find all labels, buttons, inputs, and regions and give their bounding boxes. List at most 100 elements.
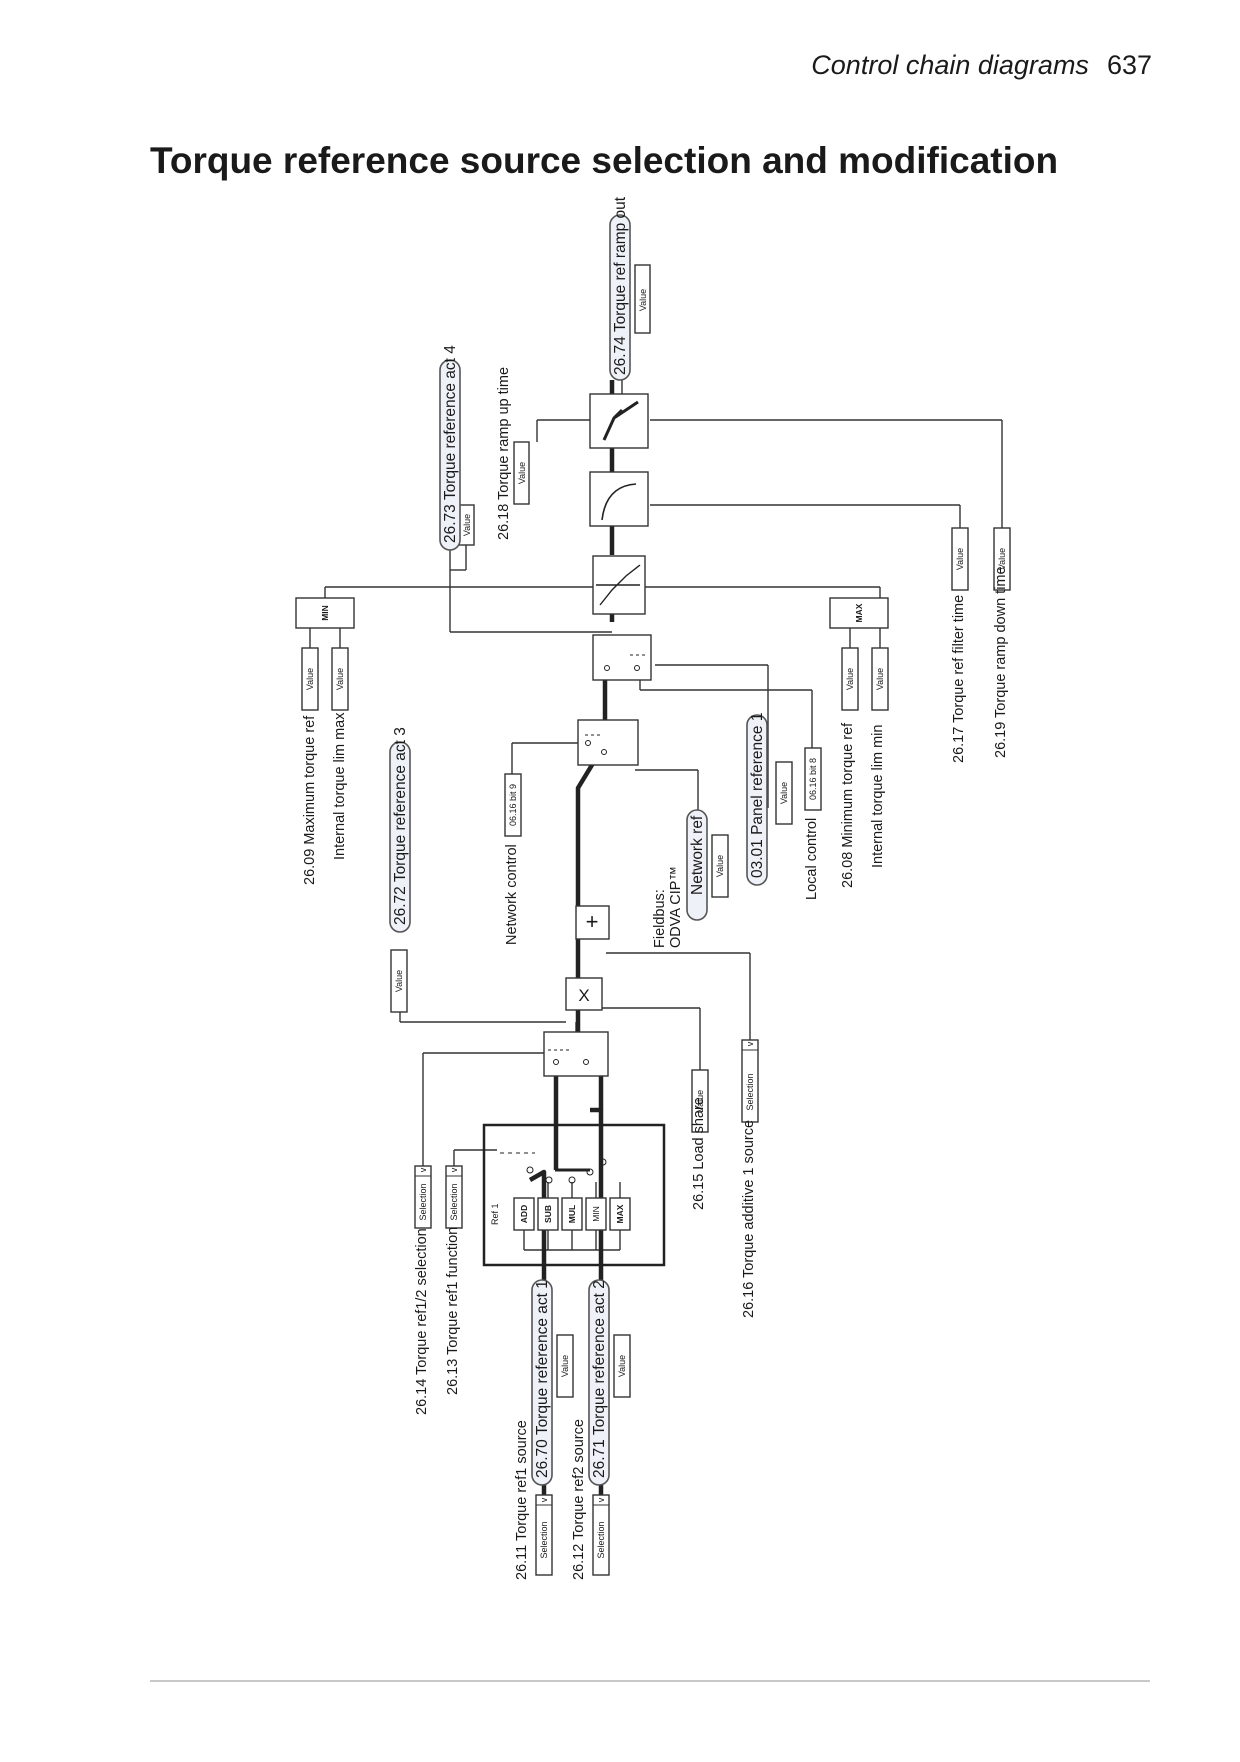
network-control-switch bbox=[577, 719, 639, 766]
svg-text:Value: Value bbox=[875, 668, 885, 690]
ref1-function-selection[interactable] bbox=[445, 1165, 463, 1229]
act2-value bbox=[613, 1334, 631, 1398]
max-torque-ref-value bbox=[301, 647, 319, 711]
min-torque-ref-label: 26.08 Minimum torque ref bbox=[840, 722, 856, 888]
footer-rule bbox=[150, 1680, 1150, 1682]
act1-pill bbox=[531, 1279, 553, 1486]
max-torque-ref-label: 26.09 Maximum torque ref bbox=[302, 715, 318, 885]
max-label: MAX bbox=[854, 603, 864, 622]
op-min-block bbox=[585, 1197, 607, 1231]
svg-text:Value: Value bbox=[335, 668, 345, 690]
svg-text:Selection: Selection bbox=[418, 1183, 428, 1220]
load-share-label: 26.15 Load share bbox=[691, 1097, 707, 1210]
multiplier-block bbox=[565, 977, 603, 1011]
svg-text:Selection: Selection bbox=[596, 1521, 606, 1558]
op-add-block bbox=[513, 1197, 535, 1231]
page-title: Torque reference source selection and mo… bbox=[150, 140, 1059, 181]
ramp-out-value bbox=[634, 264, 651, 334]
svg-text:Selection: Selection bbox=[745, 1073, 755, 1110]
svg-text:Value: Value bbox=[695, 1090, 705, 1112]
local-control-bit bbox=[804, 747, 822, 811]
int-lim-max-value bbox=[331, 647, 349, 711]
ref12-selection[interactable] bbox=[414, 1165, 432, 1229]
running-header: Control chain diagrams 637 bbox=[811, 50, 1152, 81]
ramp-block bbox=[589, 393, 649, 449]
additive1-selection[interactable] bbox=[741, 1039, 759, 1123]
op-mul-label: MUL bbox=[567, 1205, 577, 1223]
multiplier-symbol: X bbox=[578, 986, 589, 1005]
network-ref-value bbox=[711, 834, 729, 898]
ref1-label: Ref 1 bbox=[490, 1203, 500, 1225]
ref1-function-box bbox=[482, 1123, 666, 1267]
odva-label: ODVA CIP™ bbox=[668, 866, 684, 948]
svg-text:26.71 Torque reference act 2: 26.71 Torque reference act 2 bbox=[591, 1280, 608, 1478]
ref-selection-switch bbox=[543, 1031, 609, 1077]
svg-text:Value: Value bbox=[560, 1355, 570, 1377]
op-add-label: ADD bbox=[519, 1205, 529, 1223]
load-share-value bbox=[691, 1069, 709, 1133]
chevron-down-icon: v bbox=[745, 1041, 755, 1046]
page-number: 637 bbox=[1106, 50, 1152, 80]
parameter-widgets: Value Value Value Value Value Value Valu… bbox=[301, 264, 1011, 1576]
chevron-down-icon: v bbox=[449, 1167, 459, 1172]
act4-pill bbox=[439, 359, 461, 551]
svg-text:03.01 Panel reference 1: 03.01 Panel reference 1 bbox=[749, 713, 766, 878]
svg-text:Value: Value bbox=[462, 514, 472, 536]
op-mul-block bbox=[561, 1197, 583, 1231]
panel-ref-pill bbox=[746, 714, 768, 886]
ref2-source-label: 26.12 Torque ref2 source bbox=[571, 1419, 587, 1580]
filter-time-value bbox=[951, 527, 969, 591]
svg-text:Value: Value bbox=[997, 548, 1007, 570]
blocks: MIN MAX + X Ref 1 ADD SUB bbox=[295, 393, 889, 1267]
adder-symbol: + bbox=[586, 909, 599, 934]
local-control-switch bbox=[592, 634, 652, 681]
chevron-down-icon: v bbox=[596, 1497, 606, 1502]
svg-text:Value: Value bbox=[955, 548, 965, 570]
op-max-block bbox=[609, 1197, 631, 1231]
panel-ref-value bbox=[775, 761, 793, 825]
int-lim-max-label: Internal torque lim max bbox=[332, 712, 348, 860]
ramp-out-pill bbox=[609, 214, 631, 381]
svg-text:Selection: Selection bbox=[539, 1521, 549, 1558]
local-control-label: Local control bbox=[804, 818, 820, 900]
ref1-source-selection[interactable] bbox=[535, 1494, 553, 1576]
act1-value bbox=[556, 1334, 574, 1398]
network-control-label: Network control bbox=[504, 844, 520, 945]
ref12-selection-label: 26.14 Torque ref1/2 selection bbox=[414, 1228, 430, 1415]
ramp-up-value bbox=[513, 441, 530, 505]
svg-text:Value: Value bbox=[638, 289, 648, 311]
svg-text:Value: Value bbox=[517, 462, 527, 484]
ramp-down-value bbox=[993, 527, 1011, 591]
section-title: Control chain diagrams bbox=[811, 50, 1089, 80]
chevron-down-icon: v bbox=[418, 1167, 428, 1172]
int-lim-min-value bbox=[871, 647, 889, 711]
svg-text:06.16 bit 9: 06.16 bit 9 bbox=[508, 784, 518, 826]
act3-pill bbox=[389, 741, 411, 933]
svg-text:26.73 Torque reference act 4: 26.73 Torque reference act 4 bbox=[442, 345, 459, 543]
svg-text:Value: Value bbox=[845, 668, 855, 690]
svg-text:26.70 Torque reference act 1: 26.70 Torque reference act 1 bbox=[534, 1280, 551, 1478]
svg-text:Selection: Selection bbox=[449, 1183, 459, 1220]
op-max-label: MAX bbox=[615, 1204, 625, 1223]
filter-time-label: 26.17 Torque ref filter time bbox=[951, 595, 967, 763]
ref2-source-selection[interactable] bbox=[592, 1494, 610, 1576]
additive1-label: 26.16 Torque additive 1 source bbox=[741, 1120, 757, 1318]
act2-pill bbox=[588, 1279, 610, 1486]
ref1-function-label: 26.13 Torque ref1 function bbox=[445, 1227, 461, 1395]
op-sub-block bbox=[537, 1197, 559, 1231]
signal-pills: 26.74 Torque ref ramp out 26.73 Torque r… bbox=[389, 196, 768, 1486]
network-control-bit bbox=[504, 773, 522, 837]
op-min-label: MIN bbox=[591, 1206, 601, 1222]
svg-text:Value: Value bbox=[715, 855, 725, 877]
network-ref-pill bbox=[686, 809, 708, 921]
filter-block bbox=[589, 471, 649, 527]
svg-text:Value: Value bbox=[394, 970, 404, 992]
op-sub-label: SUB bbox=[543, 1205, 553, 1223]
svg-text:Network ref: Network ref bbox=[689, 815, 706, 895]
svg-text:Value: Value bbox=[617, 1355, 627, 1377]
adder-block bbox=[575, 905, 610, 940]
act3-value bbox=[390, 949, 408, 1013]
ramp-down-label: 26.19 Torque ramp down time bbox=[993, 566, 1009, 758]
svg-text:06.16 bit 8: 06.16 bit 8 bbox=[808, 758, 818, 800]
parameter-labels: 26.18 Torque ramp up time 26.09 Maximum … bbox=[302, 367, 1009, 1580]
